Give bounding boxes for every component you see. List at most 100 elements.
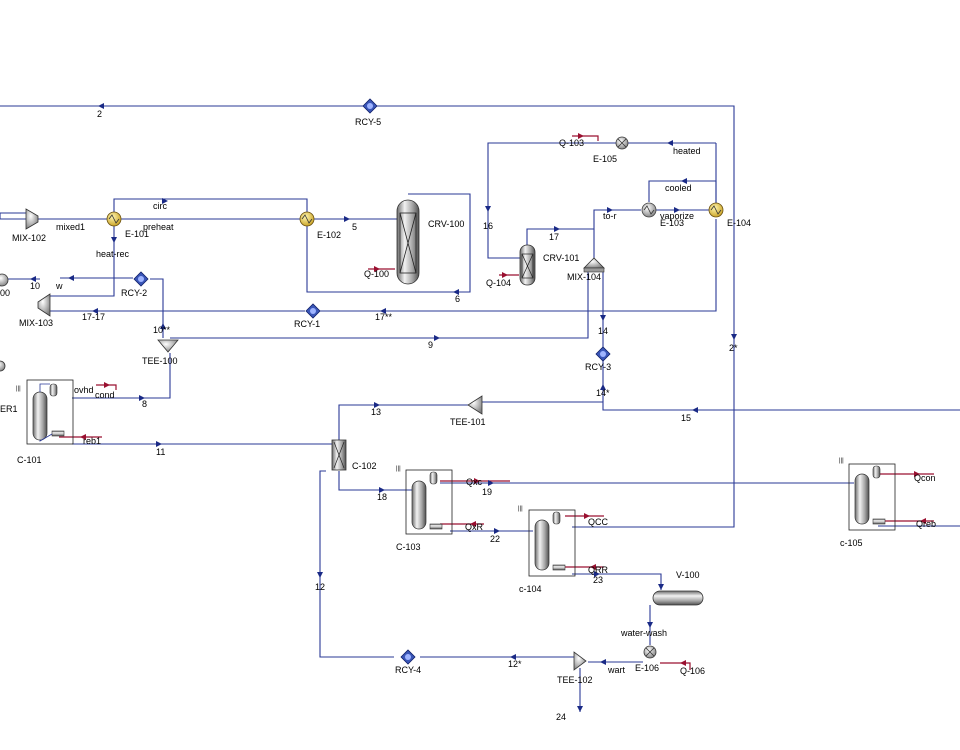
heat-exchanger-icon-e102[interactable] <box>299 211 315 227</box>
stream-line-8[interactable] <box>72 353 171 399</box>
label-e102: E-102 <box>317 230 341 240</box>
label-stream-heat-rec: heat-rec <box>96 249 130 259</box>
stream-line-circ[interactable] <box>113 198 308 212</box>
stream-line-17[interactable] <box>526 209 641 245</box>
label-e103: E-103 <box>660 218 684 228</box>
label-stream-13: 13 <box>371 407 381 417</box>
energy-labels: Q-100 Q-103 Q-104 Q-106 Qxc QxR QCC QRR … <box>364 138 936 676</box>
stream-line-10ss[interactable] <box>150 278 164 338</box>
label-c101: C-101 <box>17 455 42 465</box>
label-c102: C-102 <box>352 461 377 471</box>
stream-line-18[interactable] <box>338 471 412 491</box>
label-stream-6: 6 <box>455 294 460 304</box>
label-rcy2: RCY-2 <box>121 288 147 298</box>
label-stream-heated: heated <box>673 146 701 156</box>
mixer-icon-mix103[interactable] <box>37 293 51 317</box>
heat-exchanger-icon-e103[interactable] <box>641 202 657 218</box>
column-icon-c105[interactable]: ||| <box>839 458 896 531</box>
reactor-icon-crv101[interactable] <box>519 244 536 286</box>
splitter-icon-c102[interactable] <box>331 439 347 471</box>
partial-equipment-icon-left-2 <box>0 360 6 372</box>
cooler-icon-e106[interactable] <box>643 645 657 659</box>
svg-text:|||: ||| <box>16 386 21 392</box>
label-stream-5: 5 <box>352 222 357 232</box>
label-er1: ER1 <box>0 404 18 414</box>
label-e106: E-106 <box>635 663 659 673</box>
label-stream-cond: cond <box>95 390 115 400</box>
arrowheads <box>30 103 926 712</box>
label-e101: E-101 <box>125 229 149 239</box>
tee-icon-tee100[interactable] <box>157 339 179 353</box>
label-stream-19: 19 <box>482 487 492 497</box>
stream-line-16[interactable] <box>487 142 616 259</box>
stream-line-feed-mix102[interactable] <box>0 213 26 220</box>
label-e105: E-105 <box>593 154 617 164</box>
heat-exchanger-icon-e104[interactable] <box>708 202 724 218</box>
label-stream-cooled: cooled <box>665 183 692 193</box>
label-energy-q104: Q-104 <box>486 278 511 288</box>
recycle-icon-rcy2[interactable] <box>133 271 149 287</box>
vessel-icon-v100[interactable] <box>652 590 704 606</box>
label-mix103: MIX-103 <box>19 318 53 328</box>
label-c105: c-105 <box>840 538 863 548</box>
partial-equipment-icon-left-1 <box>0 273 9 287</box>
mixer-icon-mix104[interactable] <box>583 257 605 273</box>
label-stream-w: w <box>55 281 63 291</box>
label-stream-12s: 12* <box>508 659 522 669</box>
label-rcy4: RCY-4 <box>395 665 421 675</box>
mixer-icon-mix102[interactable] <box>25 208 39 230</box>
stream-line-2[interactable] <box>0 105 735 212</box>
stream-line-23[interactable] <box>572 573 662 590</box>
column-icon-c104[interactable]: ||| <box>518 506 576 577</box>
heat-exchanger-icon-e101[interactable] <box>106 211 122 227</box>
label-energy-q103: Q-103 <box>559 138 584 148</box>
label-stream-8: 8 <box>142 399 147 409</box>
label-stream-23: 23 <box>593 575 603 585</box>
recycle-icon-rcy4[interactable] <box>400 649 416 665</box>
tee-icon-tee102[interactable] <box>573 651 587 671</box>
label-stream-24: 24 <box>556 712 566 722</box>
label-stream-10ss: 10** <box>153 325 171 335</box>
stream-line-15[interactable] <box>482 401 960 411</box>
label-stream-17ss: 17** <box>375 312 393 322</box>
label-stream-17-17: 17-17 <box>82 312 105 322</box>
stream-line-heat-rec[interactable] <box>50 226 115 297</box>
energy-line-cond[interactable] <box>96 384 117 390</box>
stream-line-2star[interactable] <box>572 212 735 528</box>
label-energy-qcc: QCC <box>588 517 609 527</box>
label-stream-2: 2 <box>97 109 102 119</box>
label-stream-17: 17 <box>549 232 559 242</box>
label-stream-11: 11 <box>156 447 165 457</box>
label-mix104: MIX-104 <box>567 272 601 282</box>
recycle-icon-rcy5[interactable] <box>362 98 378 114</box>
stream-line-13[interactable] <box>338 404 468 440</box>
svg-text:|||: ||| <box>518 506 523 512</box>
stream-line-17ss[interactable] <box>320 219 717 312</box>
label-v100: V-100 <box>676 570 700 580</box>
label-rcy5: RCY-5 <box>355 117 381 127</box>
column-icon-c103[interactable]: ||| <box>396 466 453 535</box>
label-energy-q106: Q-106 <box>680 666 705 676</box>
energy-line-q106[interactable] <box>660 662 691 670</box>
heater-icon-e105[interactable] <box>615 136 629 150</box>
unit-labels: RCY-5 RCY-2 RCY-1 RCY-3 RCY-4 MIX-102 MI… <box>0 117 863 685</box>
label-unit00: 00 <box>0 288 10 298</box>
recycle-icon-rcy3[interactable] <box>595 346 611 362</box>
recycle-icon-rcy1[interactable] <box>305 303 321 319</box>
stream-line-6[interactable] <box>306 193 471 293</box>
tee-icon-tee101[interactable] <box>467 395 483 415</box>
label-e104: E-104 <box>727 218 751 228</box>
label-energy-qcon: Qcon <box>914 473 936 483</box>
column-icon-c101[interactable]: ||| <box>16 379 74 445</box>
label-stream-15: 15 <box>681 413 691 423</box>
svg-text:|||: ||| <box>396 466 401 472</box>
reactor-icon-crv100[interactable] <box>396 199 420 285</box>
label-stream-16: 16 <box>483 221 493 231</box>
stream-line-12[interactable] <box>319 470 394 658</box>
label-stream-14s: 14* <box>596 388 610 398</box>
stream-line-9[interactable] <box>170 270 589 339</box>
label-stream-14: 14 <box>598 326 608 336</box>
label-energy-qxr: QxR <box>465 522 484 532</box>
energy-streams <box>59 135 934 670</box>
label-stream-wart: wart <box>607 665 626 675</box>
